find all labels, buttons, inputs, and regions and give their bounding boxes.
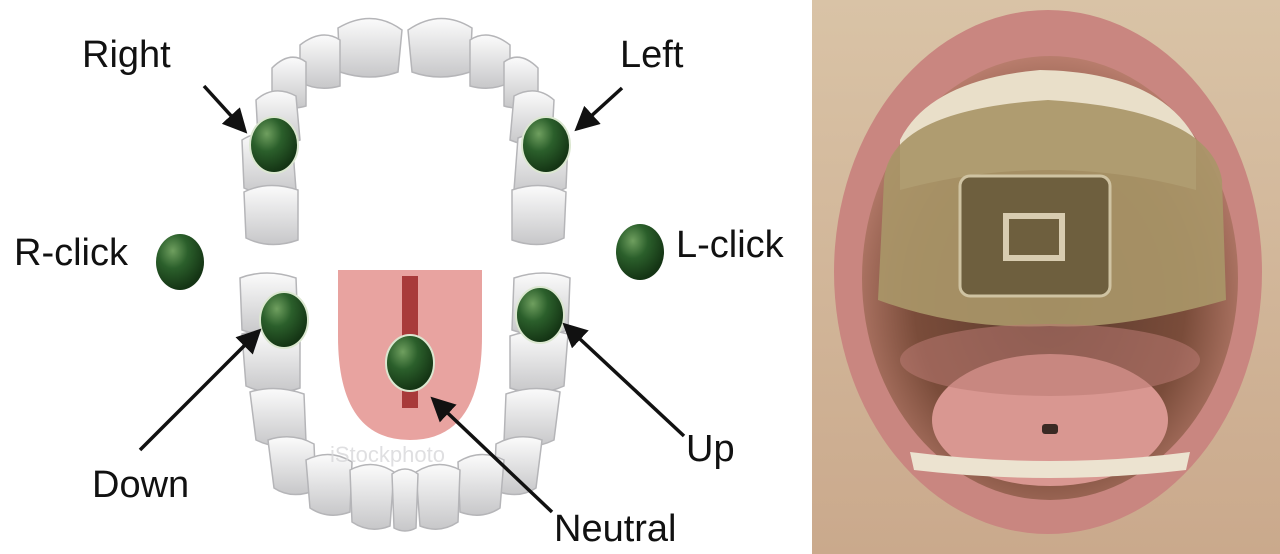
dental-diagram: iStockphoto bbox=[138, 17, 686, 532]
label-r-click: R-click bbox=[14, 232, 128, 274]
watermark-text: iStockphoto bbox=[330, 442, 445, 467]
photo-throat bbox=[900, 324, 1200, 396]
sensor-r-click bbox=[156, 234, 204, 290]
lower-tooth bbox=[457, 453, 505, 516]
lower-tooth bbox=[493, 436, 543, 496]
sensor-down bbox=[259, 291, 309, 349]
arrow-neutral bbox=[430, 396, 554, 514]
sensor-up bbox=[515, 286, 565, 344]
lower-tooth bbox=[415, 463, 461, 530]
mouth-photo bbox=[812, 0, 1280, 554]
upper-tooth bbox=[337, 17, 403, 78]
tongue-sensor bbox=[1042, 424, 1058, 434]
label-right: Right bbox=[82, 34, 171, 76]
sensor-right bbox=[249, 116, 299, 174]
label-neutral: Neutral bbox=[554, 508, 677, 550]
lower-tooth bbox=[349, 463, 395, 530]
lower-tooth bbox=[391, 468, 419, 532]
label-down: Down bbox=[92, 464, 190, 506]
arrow-right bbox=[202, 84, 248, 134]
arrow-up bbox=[562, 322, 686, 438]
arrow-left bbox=[574, 86, 624, 132]
upper-tooth bbox=[407, 17, 473, 78]
upper-tooth bbox=[299, 34, 341, 89]
upper-tooth bbox=[243, 184, 299, 246]
sensor-left bbox=[521, 116, 571, 174]
sensor-neutral bbox=[385, 334, 435, 392]
label-l-click: L-click bbox=[676, 224, 784, 266]
label-up: Up bbox=[686, 428, 735, 470]
arrow-down bbox=[138, 328, 262, 452]
retainer-chip-core bbox=[1003, 213, 1065, 261]
arrows bbox=[138, 84, 686, 514]
label-left: Left bbox=[620, 34, 684, 76]
upper-tooth bbox=[511, 184, 567, 246]
photo-lower-teeth bbox=[910, 452, 1190, 478]
retainer-chip bbox=[958, 174, 1112, 298]
lower-tooth bbox=[305, 453, 353, 516]
sensor-l-click bbox=[616, 224, 664, 280]
sensors bbox=[156, 116, 664, 392]
